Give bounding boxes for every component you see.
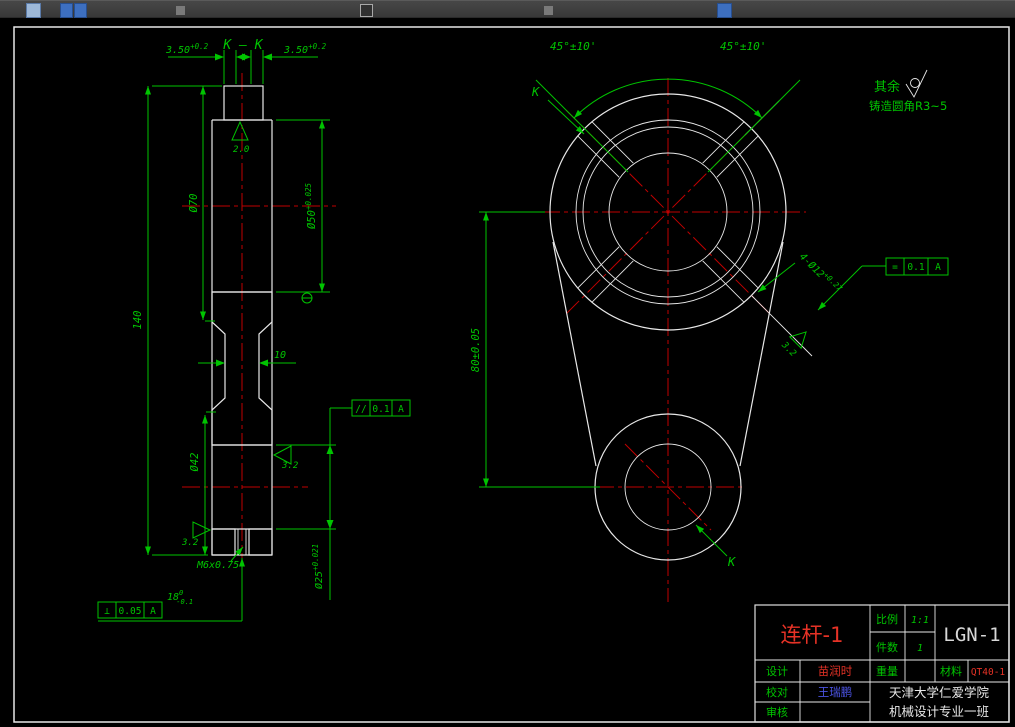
material-label: 材料 bbox=[940, 664, 962, 678]
drawing-number: LGN-1 bbox=[943, 624, 1000, 646]
panel-icon[interactable] bbox=[360, 4, 373, 17]
svg-text:3.50+0.2: 3.50+0.2 bbox=[165, 42, 209, 56]
dim-wall-left: 3.50+0.2 bbox=[165, 42, 245, 84]
svg-text:A: A bbox=[398, 404, 404, 415]
tolerance-frame-perpendicular: ⊥ 0.05 A bbox=[97, 601, 163, 619]
svg-text:10: 10 bbox=[274, 350, 286, 361]
checker-name: 王瑞鹏 bbox=[818, 685, 853, 699]
svg-text:A: A bbox=[150, 606, 156, 617]
designer-name: 苗润时 bbox=[818, 664, 853, 678]
svg-text:140: 140 bbox=[132, 311, 144, 330]
dim-web-10: 10 bbox=[198, 350, 296, 367]
svg-text:Ø42: Ø42 bbox=[189, 453, 201, 472]
section-centerlines bbox=[182, 73, 336, 614]
section-view: K — K 3.50+0.2 3.50+0.2 bbox=[97, 38, 411, 622]
svg-text:0.05: 0.05 bbox=[119, 606, 142, 617]
dim-dia70: Ø70 bbox=[188, 86, 215, 322]
drawing-canvas[interactable]: K — K 3.50+0.2 3.50+0.2 bbox=[0, 18, 1015, 727]
general-notes: 其余 铸造圆角R3~5 bbox=[869, 69, 947, 113]
scale-value: 1:1 bbox=[911, 615, 929, 626]
section-label: K — K bbox=[222, 38, 263, 53]
app-icon[interactable] bbox=[26, 3, 41, 18]
svg-text:A: A bbox=[935, 262, 941, 273]
doc-icon[interactable] bbox=[60, 3, 73, 18]
casting-note: 铸造圆角R3~5 bbox=[869, 99, 947, 113]
tolerance-frame-symmetry: = 0.1 A bbox=[817, 257, 949, 311]
roughness-symbol-bottom: 3.2 bbox=[181, 521, 212, 548]
window-icon[interactable] bbox=[717, 3, 732, 18]
svg-text:K: K bbox=[727, 555, 736, 569]
section-outline bbox=[211, 119, 273, 556]
material-value: QT40-1 bbox=[971, 667, 1006, 678]
dim-overall-140: 140 bbox=[132, 85, 222, 556]
datum-target-symbol bbox=[301, 292, 313, 304]
svg-text:⊥: ⊥ bbox=[104, 606, 110, 617]
svg-text:Ø25+0.021: Ø25+0.021 bbox=[311, 544, 325, 589]
top-toolbar[interactable] bbox=[0, 0, 1015, 18]
dim-wall-right: 3.50+0.2 bbox=[242, 42, 327, 84]
auditor-label: 审核 bbox=[766, 705, 788, 719]
ring-slots bbox=[577, 121, 759, 303]
svg-text:3.2: 3.2 bbox=[281, 461, 298, 471]
part-name: 连杆-1 bbox=[781, 623, 844, 647]
dim-depth-18: 180-0.1 bbox=[98, 558, 245, 622]
svg-text:=: = bbox=[892, 262, 898, 273]
svg-text:2.0: 2.0 bbox=[233, 145, 249, 155]
big-end-circles bbox=[549, 93, 787, 331]
svg-text:3.2: 3.2 bbox=[181, 538, 198, 548]
dim-dia42: Ø42 bbox=[189, 411, 216, 555]
svg-text:45°±10': 45°±10' bbox=[720, 40, 766, 53]
dim-dia25: Ø25+0.021 bbox=[276, 408, 336, 600]
tool-icon[interactable] bbox=[176, 6, 185, 15]
dim-thread: M6x0.75 bbox=[196, 546, 244, 571]
svg-text:Ø50+0.025: Ø50+0.025 bbox=[304, 182, 318, 229]
tolerance-frame-parallel: // 0.1 A bbox=[330, 399, 411, 417]
section-mark-top: K bbox=[531, 85, 585, 135]
svg-text:45°±10': 45°±10' bbox=[550, 40, 596, 53]
doc-icon[interactable] bbox=[74, 3, 87, 18]
svg-text:K: K bbox=[531, 85, 540, 99]
qty-label: 件数 bbox=[876, 641, 898, 654]
dim-dia50: Ø50+0.025 bbox=[276, 119, 330, 304]
org-name-line1: 天津大学仁爱学院 bbox=[889, 685, 990, 700]
svg-text:3.50+0.2: 3.50+0.2 bbox=[283, 42, 327, 56]
title-block-grid bbox=[754, 604, 1010, 723]
checker-label: 校对 bbox=[766, 685, 788, 699]
tool-icon[interactable] bbox=[544, 6, 553, 15]
roughness-symbol-general bbox=[905, 69, 928, 98]
svg-text://: // bbox=[355, 404, 366, 415]
roughness-symbol-top: 2.0 bbox=[231, 120, 249, 155]
svg-text:Ø70: Ø70 bbox=[188, 194, 200, 213]
scale-label: 比例 bbox=[876, 612, 898, 626]
org-name-line2: 机械设计专业一班 bbox=[889, 704, 989, 719]
svg-text:80±0.05: 80±0.05 bbox=[470, 328, 482, 372]
svg-text:0.1: 0.1 bbox=[907, 262, 924, 273]
others-label: 其余 bbox=[874, 79, 900, 95]
svg-text:0.1: 0.1 bbox=[372, 404, 389, 415]
roughness-symbol-web: 3.2 bbox=[272, 445, 298, 471]
svg-text:180-0.1: 180-0.1 bbox=[167, 589, 193, 606]
weight-label: 重量 bbox=[876, 664, 898, 678]
svg-text:M6x0.75: M6x0.75 bbox=[196, 560, 239, 571]
qty-value: 1 bbox=[917, 643, 923, 654]
section-mark-bottom: K bbox=[695, 524, 736, 569]
dim-center-distance: 80±0.05 bbox=[470, 211, 600, 488]
title-block: 连杆-1 LGN-1 比例 1:1 件数 1 设计 苗润时 重量 材料 QT40… bbox=[754, 604, 1010, 723]
sheet-border bbox=[13, 26, 1010, 723]
designer-label: 设计 bbox=[766, 665, 788, 678]
front-centerlines bbox=[542, 78, 806, 602]
